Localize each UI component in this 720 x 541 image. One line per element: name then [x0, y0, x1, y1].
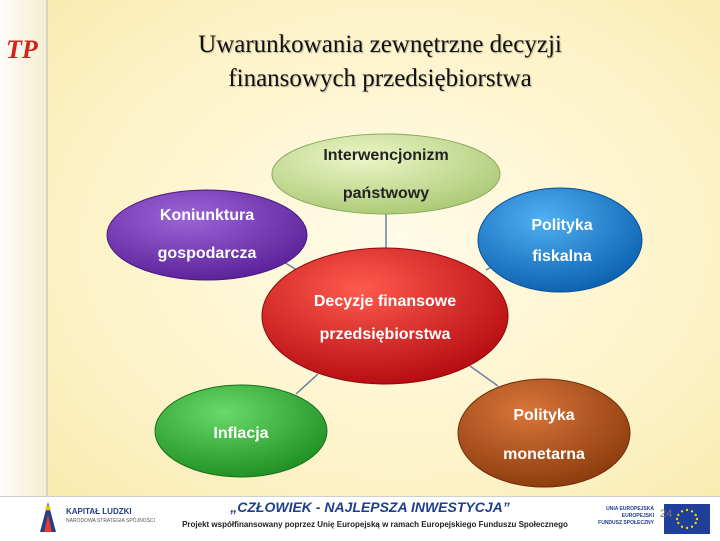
node-center-decyzje: Decyzje finansowe przedsiębiorstwa	[261, 247, 509, 385]
connector-monetarna	[469, 365, 499, 387]
node-fiskalna-line2: fiskalna	[532, 248, 592, 265]
eu-flag-icon	[664, 504, 710, 534]
node-center-line1: Decyzje finansowe	[314, 293, 456, 310]
slide-title-line-2: finansowych przedsiębiorstwa	[228, 65, 532, 92]
node-interwencjonizm: Interwencjonizm państwowy	[271, 133, 501, 215]
slide-title: Uwarunkowania zewnętrzne decyzji finanso…	[120, 28, 640, 96]
node-monetarna-line2: monetarna	[503, 446, 585, 463]
node-koniunktura: Koniunktura gospodarcza	[106, 189, 308, 281]
eu-label-line2: EUROPEJSKI	[621, 513, 654, 519]
footer-bar	[0, 496, 720, 541]
kapital-ludzki-logo-icon	[40, 502, 56, 532]
node-fiskalna: Polityka fiskalna	[477, 187, 643, 293]
node-interwencjonizm-line1: Interwencjonizm	[323, 147, 448, 164]
node-monetarna: Polityka monetarna	[457, 378, 631, 488]
node-koniunktura-line1: Koniunktura	[160, 207, 254, 224]
node-monetarna-line1: Polityka	[513, 407, 574, 424]
footer-project-note: Projekt współfinansowany poprzez Unię Eu…	[182, 520, 568, 529]
node-inflacja-line1: Inflacja	[213, 425, 268, 442]
kapital-ludzki-subtitle: NARODOWA STRATEGIA SPÓJNOŚCI	[66, 518, 155, 524]
slide-number: 24	[660, 508, 673, 520]
eu-label-line3: FUNDUSZ SPOŁECZNY	[598, 520, 654, 526]
eu-fund-label: UNIA EUROPEJSKA EUROPEJSKI FUNDUSZ SPOŁE…	[596, 506, 654, 527]
node-interwencjonizm-line2: państwowy	[343, 185, 429, 202]
eu-label-line1: UNIA EUROPEJSKA	[606, 506, 654, 512]
node-fiskalna-line1: Polityka	[531, 217, 592, 234]
left-side-bar	[0, 0, 48, 496]
tp-logo-text: TP	[6, 35, 39, 64]
connector-inflacja	[295, 373, 319, 395]
footer-slogan: „CZŁOWIEK - NAJLEPSZA INWESTYCJA”	[230, 499, 510, 515]
slide-title-line-1: Uwarunkowania zewnętrzne decyzji	[198, 31, 562, 58]
tp-logo-icon: TP	[6, 35, 39, 64]
node-inflacja: Inflacja	[154, 384, 328, 478]
node-koniunktura-line2: gospodarcza	[158, 245, 257, 262]
node-center-line2: przedsiębiorstwa	[320, 326, 451, 343]
kapital-ludzki-name: KAPITAŁ LUDZKI	[66, 507, 132, 516]
